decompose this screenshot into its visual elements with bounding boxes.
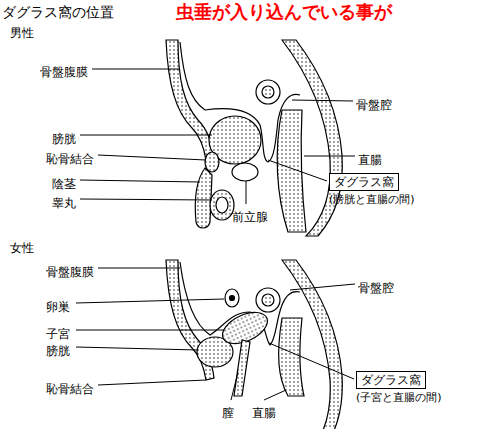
label-holder: 骨盤腔 [356, 94, 392, 113]
label-holder: 男性 [10, 22, 34, 41]
box-title: ダグラス窩 [356, 371, 426, 389]
male-figure [166, 40, 342, 236]
part-label: 男性 [10, 26, 34, 40]
part-label: 睾丸 [52, 196, 76, 210]
title-holder: ダグラス窩の位置 [2, 2, 114, 21]
label-holder: 膀胱 [52, 128, 76, 147]
part-label: 陰茎 [52, 177, 76, 191]
label-holder: 膀胱 [46, 340, 70, 359]
label-holder: 骨盤腹膜 [46, 261, 94, 280]
label-holder: 膣 [222, 402, 234, 421]
label-holder: 骨盤腔 [358, 277, 394, 296]
part-label: 恥骨結合 [46, 382, 94, 396]
label-holder: 子宮 [46, 323, 70, 342]
box-note: (子宮と直腸の間) [356, 391, 442, 404]
part-label: 直腸 [358, 153, 382, 167]
part-label: 子宮 [46, 327, 70, 341]
callout-box: ダグラス窩 (子宮と直腸の間) [356, 369, 442, 405]
leader-lines [76, 268, 355, 400]
box-title: ダグラス窩 [329, 173, 399, 191]
label-holder: 卵巣 [46, 296, 70, 315]
leader-lines [80, 69, 355, 204]
diagram-title: ダグラス窩の位置 [2, 4, 114, 21]
label-holder: 骨盤腹膜 [40, 61, 88, 80]
part-label: 骨盤腔 [358, 281, 394, 295]
part-label: 骨盤腔 [356, 98, 392, 112]
label-holder: 恥骨結合 [46, 378, 94, 397]
box-note: (膀胱と直腸の間) [329, 193, 415, 206]
part-label: 骨盤腹膜 [40, 65, 88, 79]
part-label: 骨盤腹膜 [46, 265, 94, 279]
part-label: 直腸 [252, 406, 276, 420]
label-holder: 女性 [10, 237, 34, 256]
part-label: 女性 [10, 241, 34, 255]
part-label: 膀胱 [46, 344, 70, 358]
female-figure [166, 260, 342, 429]
label-holder: 恥骨結合 [46, 148, 94, 167]
label-holder: 虫垂が入り込んでいる事が [176, 1, 392, 23]
label-holder: 前立腺 [232, 206, 268, 225]
callout-box: ダグラス窩 (膀胱と直腸の間) [329, 171, 415, 207]
part-label: 前立腺 [232, 210, 268, 224]
part-label: 膀胱 [52, 132, 76, 146]
part-label: 恥骨結合 [46, 152, 94, 166]
label-holder: 陰茎 [52, 173, 76, 192]
label-holder: 睾丸 [52, 192, 76, 211]
label-holder: 直腸 [358, 149, 382, 168]
part-label: 卵巣 [46, 300, 70, 314]
label-holder: 直腸 [252, 402, 276, 421]
part-label: 膣 [222, 406, 234, 420]
note-text: 虫垂が入り込んでいる事が [176, 1, 392, 23]
